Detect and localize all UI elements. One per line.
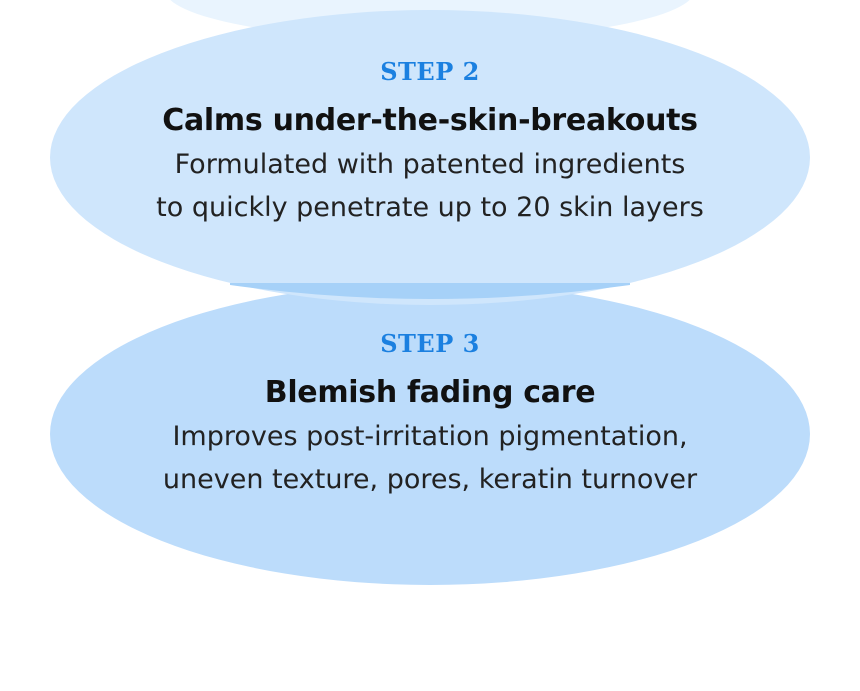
step3-title: Blemish fading care (264, 375, 596, 410)
step3-description-line: Improves post-irritation pigmentation, (172, 421, 688, 452)
step2-description-line: Formulated with patented ingredients (174, 149, 686, 180)
step2-description: Formulated with patented ingredients to … (50, 143, 810, 229)
step3-description: Improves post-irritation pigmentation, u… (50, 415, 810, 501)
step2-ellipse (50, 10, 810, 305)
step2-title: Calms under-the-skin-breakouts (162, 103, 698, 138)
step3-description-line: uneven texture, pores, keratin turnover (162, 464, 698, 495)
step3-block: STEP 3 Blemish fading care Improves post… (50, 329, 810, 501)
step2-block: STEP 2 Calms under-the-skin-breakouts Fo… (50, 57, 810, 229)
step3-label: STEP 3 (380, 329, 480, 358)
step2-label: STEP 2 (380, 57, 480, 86)
step2-description-line: to quickly penetrate up to 20 skin layer… (156, 192, 704, 223)
step3-ellipse (50, 283, 810, 585)
